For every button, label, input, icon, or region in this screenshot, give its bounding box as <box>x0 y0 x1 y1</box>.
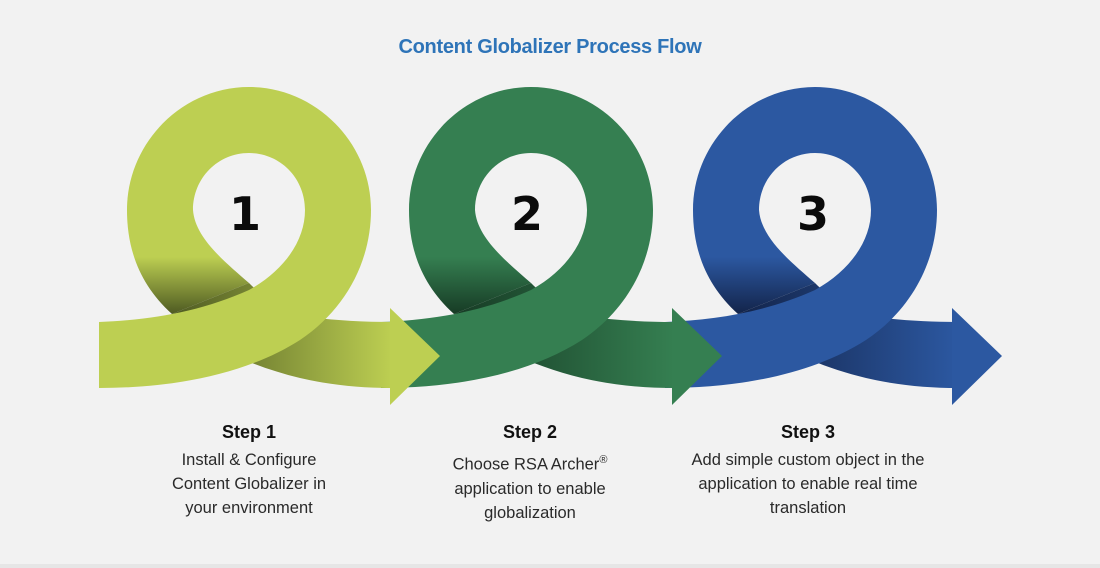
step-3-loop-back-ring <box>693 210 815 314</box>
step-3-description: Add simple custom object in the applicat… <box>658 448 958 520</box>
step-2-loop: 2 <box>381 87 722 405</box>
step-1-number: 1 <box>229 187 261 241</box>
step-1-line: Content Globalizer in <box>171 475 327 493</box>
step-1-description: Install & Configure Content Globalizer i… <box>99 448 399 520</box>
step-2-caption: Step 2 Choose RSA Archer® application to… <box>380 422 680 525</box>
bottom-divider <box>0 564 1100 568</box>
step-3-heading: Step 3 <box>780 422 836 442</box>
step-1-loop-front-band <box>99 87 371 388</box>
step-3-number: 3 <box>797 187 829 241</box>
step-2-line: globalization <box>484 503 576 522</box>
step-1-loop-back-ring <box>127 210 249 314</box>
step-1-arrowhead <box>390 308 440 405</box>
step-3-caption: Step 3 Add simple custom object in the a… <box>658 422 958 520</box>
step-2-loop-back-ring <box>409 210 531 314</box>
step-2-arrowhead <box>672 308 722 405</box>
step-2-line-text: Choose RSA Archer <box>452 455 600 474</box>
step-3-arrowhead <box>952 308 1002 405</box>
step-3-loop-front-band <box>665 87 937 388</box>
step-2-description: Choose RSA Archer® application to enable… <box>380 448 680 525</box>
step-2-heading: Step 2 <box>502 422 558 442</box>
step-3-line: application to enable real time <box>698 475 918 493</box>
step-3-line: Add simple custom object in the <box>691 451 925 469</box>
step-2-line: Choose RSA Archer® <box>380 448 680 477</box>
step-2-line: application to enable <box>454 479 606 498</box>
step-1-caption: Step 1 Install & Configure Content Globa… <box>99 422 399 520</box>
step-2-loop-front-band <box>381 87 653 388</box>
step-3-line: translation <box>769 499 847 517</box>
step-1-line: Install & Configure <box>181 451 317 469</box>
step-1-loop: 1 <box>99 87 440 405</box>
page-title: Content Globalizer Process Flow <box>398 36 702 58</box>
step-1-line: your environment <box>185 499 313 517</box>
step-2-number: 2 <box>511 187 543 241</box>
step-3-loop: 3 <box>665 87 1002 405</box>
registered-trademark: ® <box>599 454 608 466</box>
step-1-heading: Step 1 <box>221 422 277 442</box>
